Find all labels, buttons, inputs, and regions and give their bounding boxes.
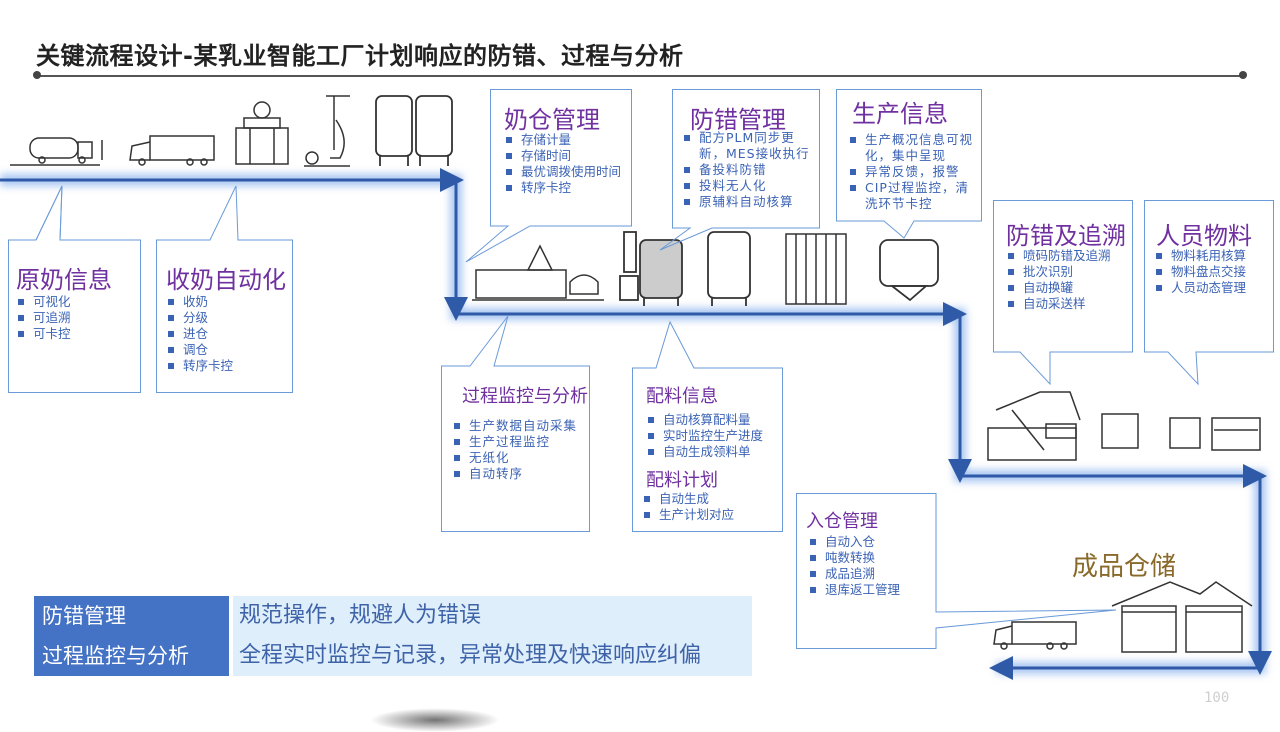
filter-rack-icon xyxy=(785,233,847,305)
list-item: 投料无人化 xyxy=(684,178,814,194)
callout-heading: 原奶信息 xyxy=(16,266,112,294)
callout-list: 自动生成 生产计划对应 xyxy=(644,491,776,523)
callout-list: 喷码防错及追溯 批次识别 自动换罐 自动采送样 xyxy=(1008,248,1132,312)
flow-path xyxy=(0,178,1262,670)
callout-heading: 防错管理 xyxy=(690,106,786,134)
list-item: 自动生成领料单 xyxy=(648,444,780,460)
batching-tanks-icon xyxy=(619,231,751,306)
list-item: 喷码防错及追溯 xyxy=(1008,248,1132,264)
milk-tanker-icon xyxy=(10,137,103,166)
list-item: 吨数转换 xyxy=(810,550,930,566)
list-item: 实时监控生产进度 xyxy=(648,428,780,444)
list-item: CIP过程监控，清洗环节卡控 xyxy=(850,180,974,212)
list-item: 可卡控 xyxy=(18,326,136,342)
callout-list: 自动入仓 吨数转换 成品追溯 退库返工管理 xyxy=(810,534,930,598)
callout-list: 可视化 可追溯 可卡控 xyxy=(18,294,136,342)
callout-heading: 过程监控与分析 xyxy=(462,386,588,407)
page-number: 100 xyxy=(1204,690,1230,706)
callout-heading: 奶仓管理 xyxy=(504,106,600,134)
legend-row: 防错管理 规范操作，规避人为错误 xyxy=(34,596,752,636)
list-item: 备投料防错 xyxy=(684,162,814,178)
list-item: 成品追溯 xyxy=(810,566,930,582)
warehouse-icon xyxy=(1111,581,1253,653)
legend-row: 过程监控与分析 全程实时监控与记录，异常处理及快速响应纠偏 xyxy=(34,636,752,676)
warehouse-label: 成品仓储 xyxy=(1072,552,1177,582)
list-item: 配方PLM同步更新，MES接收执行 xyxy=(684,130,814,162)
callout-list: 物料耗用核算 物料盘点交接 人员动态管理 xyxy=(1156,248,1270,296)
list-item: 物料盘点交接 xyxy=(1156,264,1270,280)
list-item: 转序卡控 xyxy=(168,358,288,374)
list-item: 进仓 xyxy=(168,326,288,342)
divider-dot-left xyxy=(33,71,41,79)
storage-tanks-icon xyxy=(375,95,453,166)
list-item: 批次识别 xyxy=(1008,264,1132,280)
callout-list: 收奶 分级 进仓 调仓 转序卡控 xyxy=(168,294,288,374)
callout-list: 存储计量 存储时间 最优调拨使用时间 转序卡控 xyxy=(506,132,626,196)
list-item: 自动采送样 xyxy=(1008,296,1132,312)
sampling-pump-icon xyxy=(304,95,350,167)
callout-subheading: 配料计划 xyxy=(646,470,718,491)
legend-value: 全程实时监控与记录，异常处理及快速响应纠偏 xyxy=(233,636,752,676)
list-item: 生产过程监控 xyxy=(454,434,580,450)
list-item: 异常反馈，报警 xyxy=(850,164,974,180)
page-title: 关键流程设计-某乳业智能工厂计划响应的防错、过程与分析 xyxy=(36,42,684,70)
list-item: 生产计划对应 xyxy=(644,507,776,523)
list-item: 可追溯 xyxy=(18,310,136,326)
list-item: 退库返工管理 xyxy=(810,582,930,598)
filling-machine-icon xyxy=(879,239,939,302)
legend-table: 防错管理 规范操作，规避人为错误 过程监控与分析 全程实时监控与记录，异常处理及… xyxy=(34,596,752,676)
list-item: 自动换罐 xyxy=(1008,280,1132,296)
decorative-shadow xyxy=(370,708,500,732)
divider-dot-right xyxy=(1239,71,1247,79)
callout-heading: 入仓管理 xyxy=(806,511,878,532)
callout-heading: 收奶自动化 xyxy=(166,266,286,294)
legend-key: 防错管理 xyxy=(34,596,229,636)
list-item: 调仓 xyxy=(168,342,288,358)
weighbridge-icon xyxy=(235,101,289,165)
callout-heading: 防错及追溯 xyxy=(1006,222,1126,250)
packaging-line-icon xyxy=(987,391,1261,461)
list-item: 最优调拨使用时间 xyxy=(506,164,626,180)
callout-list: 生产数据自动采集 生产过程监控 无纸化 自动转序 xyxy=(454,418,580,482)
list-item: 分级 xyxy=(168,310,288,326)
list-item: 人员动态管理 xyxy=(1156,280,1270,296)
mixer-icon xyxy=(472,244,604,301)
list-item: 存储计量 xyxy=(506,132,626,148)
list-item: 自动生成 xyxy=(644,491,776,507)
callout-list: 自动核算配料量 实时监控生产进度 自动生成领料单 xyxy=(648,412,780,460)
legend-value: 规范操作，规避人为错误 xyxy=(233,596,752,636)
callout-list: 生产概况信息可视化，集中呈现 异常反馈，报警 CIP过程监控，清洗环节卡控 xyxy=(850,132,974,212)
title-divider xyxy=(36,75,1244,77)
callout-heading: 配料信息 xyxy=(646,386,718,407)
list-item: 物料耗用核算 xyxy=(1156,248,1270,264)
legend-key: 过程监控与分析 xyxy=(34,636,229,676)
delivery-truck-icon xyxy=(993,621,1077,650)
truck-icon xyxy=(129,135,215,166)
list-item: 存储时间 xyxy=(506,148,626,164)
list-item: 无纸化 xyxy=(454,450,580,466)
list-item: 收奶 xyxy=(168,294,288,310)
list-item: 可视化 xyxy=(18,294,136,310)
list-item: 生产数据自动采集 xyxy=(454,418,580,434)
callout-heading: 生产信息 xyxy=(852,100,948,128)
list-item: 生产概况信息可视化，集中呈现 xyxy=(850,132,974,164)
list-item: 转序卡控 xyxy=(506,180,626,196)
list-item: 自动入仓 xyxy=(810,534,930,550)
callout-heading: 人员物料 xyxy=(1156,222,1252,250)
list-item: 自动转序 xyxy=(454,466,580,482)
list-item: 原辅料自动核算 xyxy=(684,194,814,210)
callout-list: 配方PLM同步更新，MES接收执行 备投料防错 投料无人化 原辅料自动核算 xyxy=(684,130,814,210)
list-item: 自动核算配料量 xyxy=(648,412,780,428)
